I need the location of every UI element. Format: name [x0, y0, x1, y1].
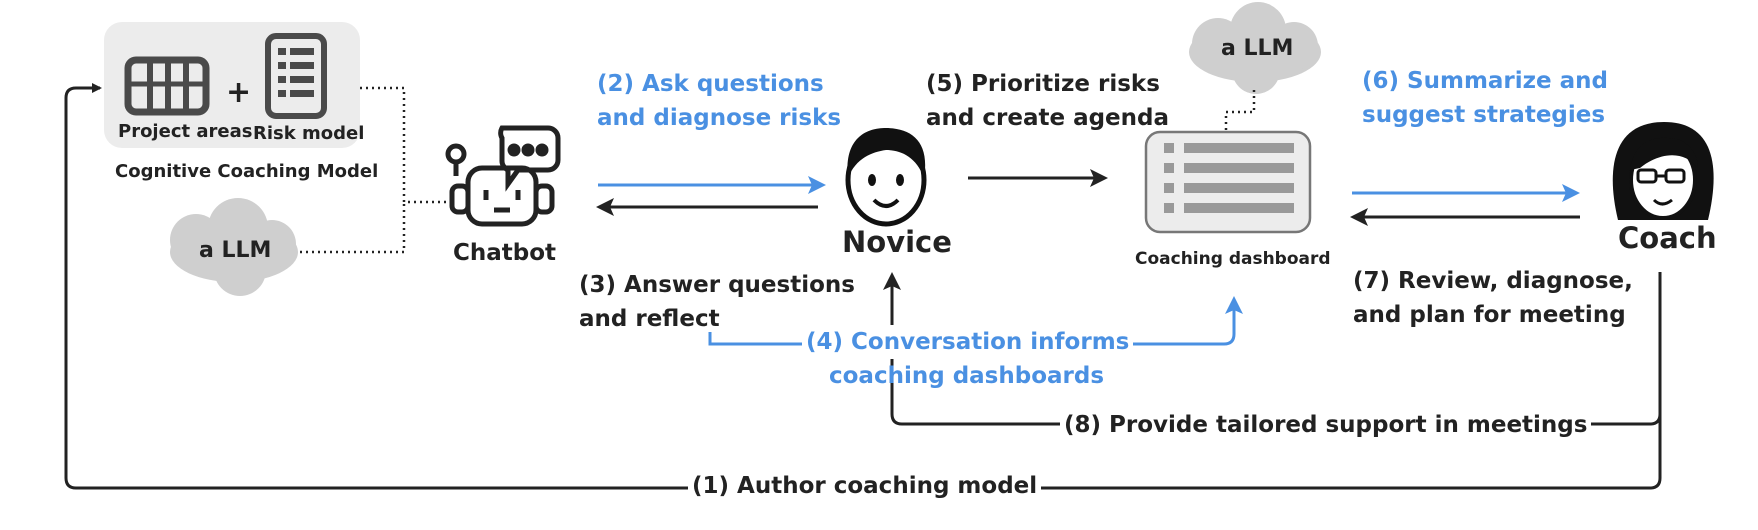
arrow-step1	[64, 83, 1662, 490]
llm-label-top: a LLM	[1221, 36, 1294, 61]
step7-line1: (7) Review, diagnose,	[1353, 268, 1633, 294]
llm-label-left: a LLM	[199, 238, 272, 263]
step5-line2: and create agenda	[926, 105, 1170, 131]
dashboard-label: Coaching dashboard	[1135, 249, 1331, 269]
step6-line2: suggest strategies	[1362, 102, 1606, 128]
coach-label: Coach	[1618, 221, 1717, 255]
project-areas-label: Project areas	[118, 121, 253, 142]
arrow-step4	[708, 296, 1243, 346]
coaching-dashboard-icon	[1144, 130, 1312, 234]
step6-line1: (6) Summarize and	[1362, 68, 1609, 94]
step4-line2: coaching dashboards	[829, 363, 1105, 389]
llm-cloud-left	[170, 198, 298, 296]
novice-label: Novice	[842, 225, 952, 259]
chatbot-label: Chatbot	[453, 240, 557, 266]
dotted-connectors	[300, 86, 1256, 254]
step8-label: (8) Provide tailored support in meetings	[1060, 408, 1592, 442]
step7-line2: and plan for meeting	[1353, 302, 1626, 328]
llm-cloud-top	[1189, 2, 1321, 94]
step2-line1: (2) Ask questions	[597, 71, 824, 97]
coach-face-icon	[1612, 122, 1714, 220]
cognitive-coaching-model-box	[104, 22, 360, 148]
plus-sign: +	[226, 75, 252, 110]
risk-model-icon	[265, 33, 327, 119]
chatbot-icon	[445, 125, 561, 227]
risk-model-label: Risk model	[253, 123, 365, 144]
cognitive-coaching-model-caption: Cognitive Coaching Model	[115, 161, 379, 182]
step4-line1: (4) Conversation informs	[802, 325, 1134, 359]
step5-line1: (5) Prioritize risks	[926, 71, 1160, 97]
step2-line2: and diagnose risks	[597, 105, 842, 131]
step1-label: (1) Author coaching model	[688, 469, 1042, 503]
step3-line1: (3) Answer questions	[579, 272, 855, 298]
step3-line2: and reflect	[579, 306, 720, 332]
novice-face-icon	[845, 128, 927, 227]
project-areas-icon	[124, 56, 210, 116]
